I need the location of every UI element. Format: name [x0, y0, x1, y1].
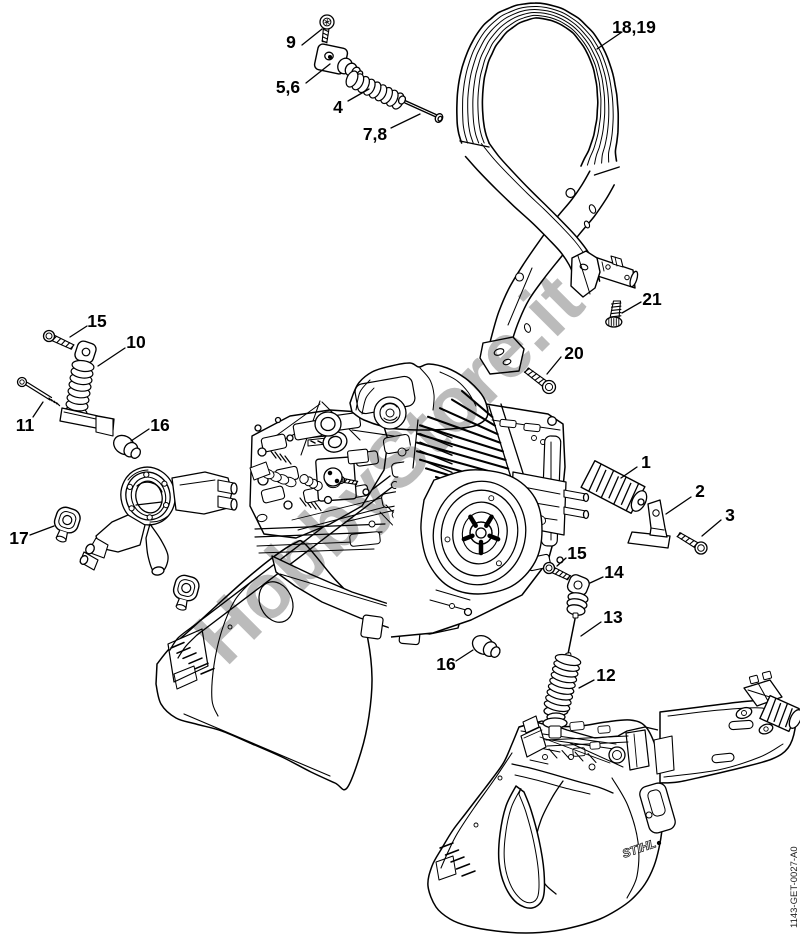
svg-text:5,6: 5,6 — [276, 77, 301, 97]
svg-text:10: 10 — [126, 332, 146, 352]
svg-text:18,19: 18,19 — [612, 17, 656, 37]
svg-text:16: 16 — [150, 415, 170, 435]
svg-text:1143-GET-0027-A0: 1143-GET-0027-A0 — [789, 846, 800, 928]
svg-text:12: 12 — [596, 665, 616, 685]
svg-text:17: 17 — [9, 528, 28, 548]
svg-text:7,8: 7,8 — [363, 124, 388, 144]
svg-text:2: 2 — [695, 481, 705, 501]
svg-text:14: 14 — [604, 562, 624, 582]
svg-text:21: 21 — [642, 289, 662, 309]
svg-text:9: 9 — [286, 32, 296, 52]
svg-text:15: 15 — [87, 311, 107, 331]
svg-text:3: 3 — [725, 505, 735, 525]
svg-text:13: 13 — [603, 607, 623, 627]
svg-text:11: 11 — [16, 415, 35, 435]
svg-text:4: 4 — [333, 97, 343, 117]
svg-text:20: 20 — [564, 343, 584, 363]
svg-text:1: 1 — [641, 452, 651, 472]
svg-text:15: 15 — [567, 543, 587, 563]
svg-text:16: 16 — [436, 654, 456, 674]
